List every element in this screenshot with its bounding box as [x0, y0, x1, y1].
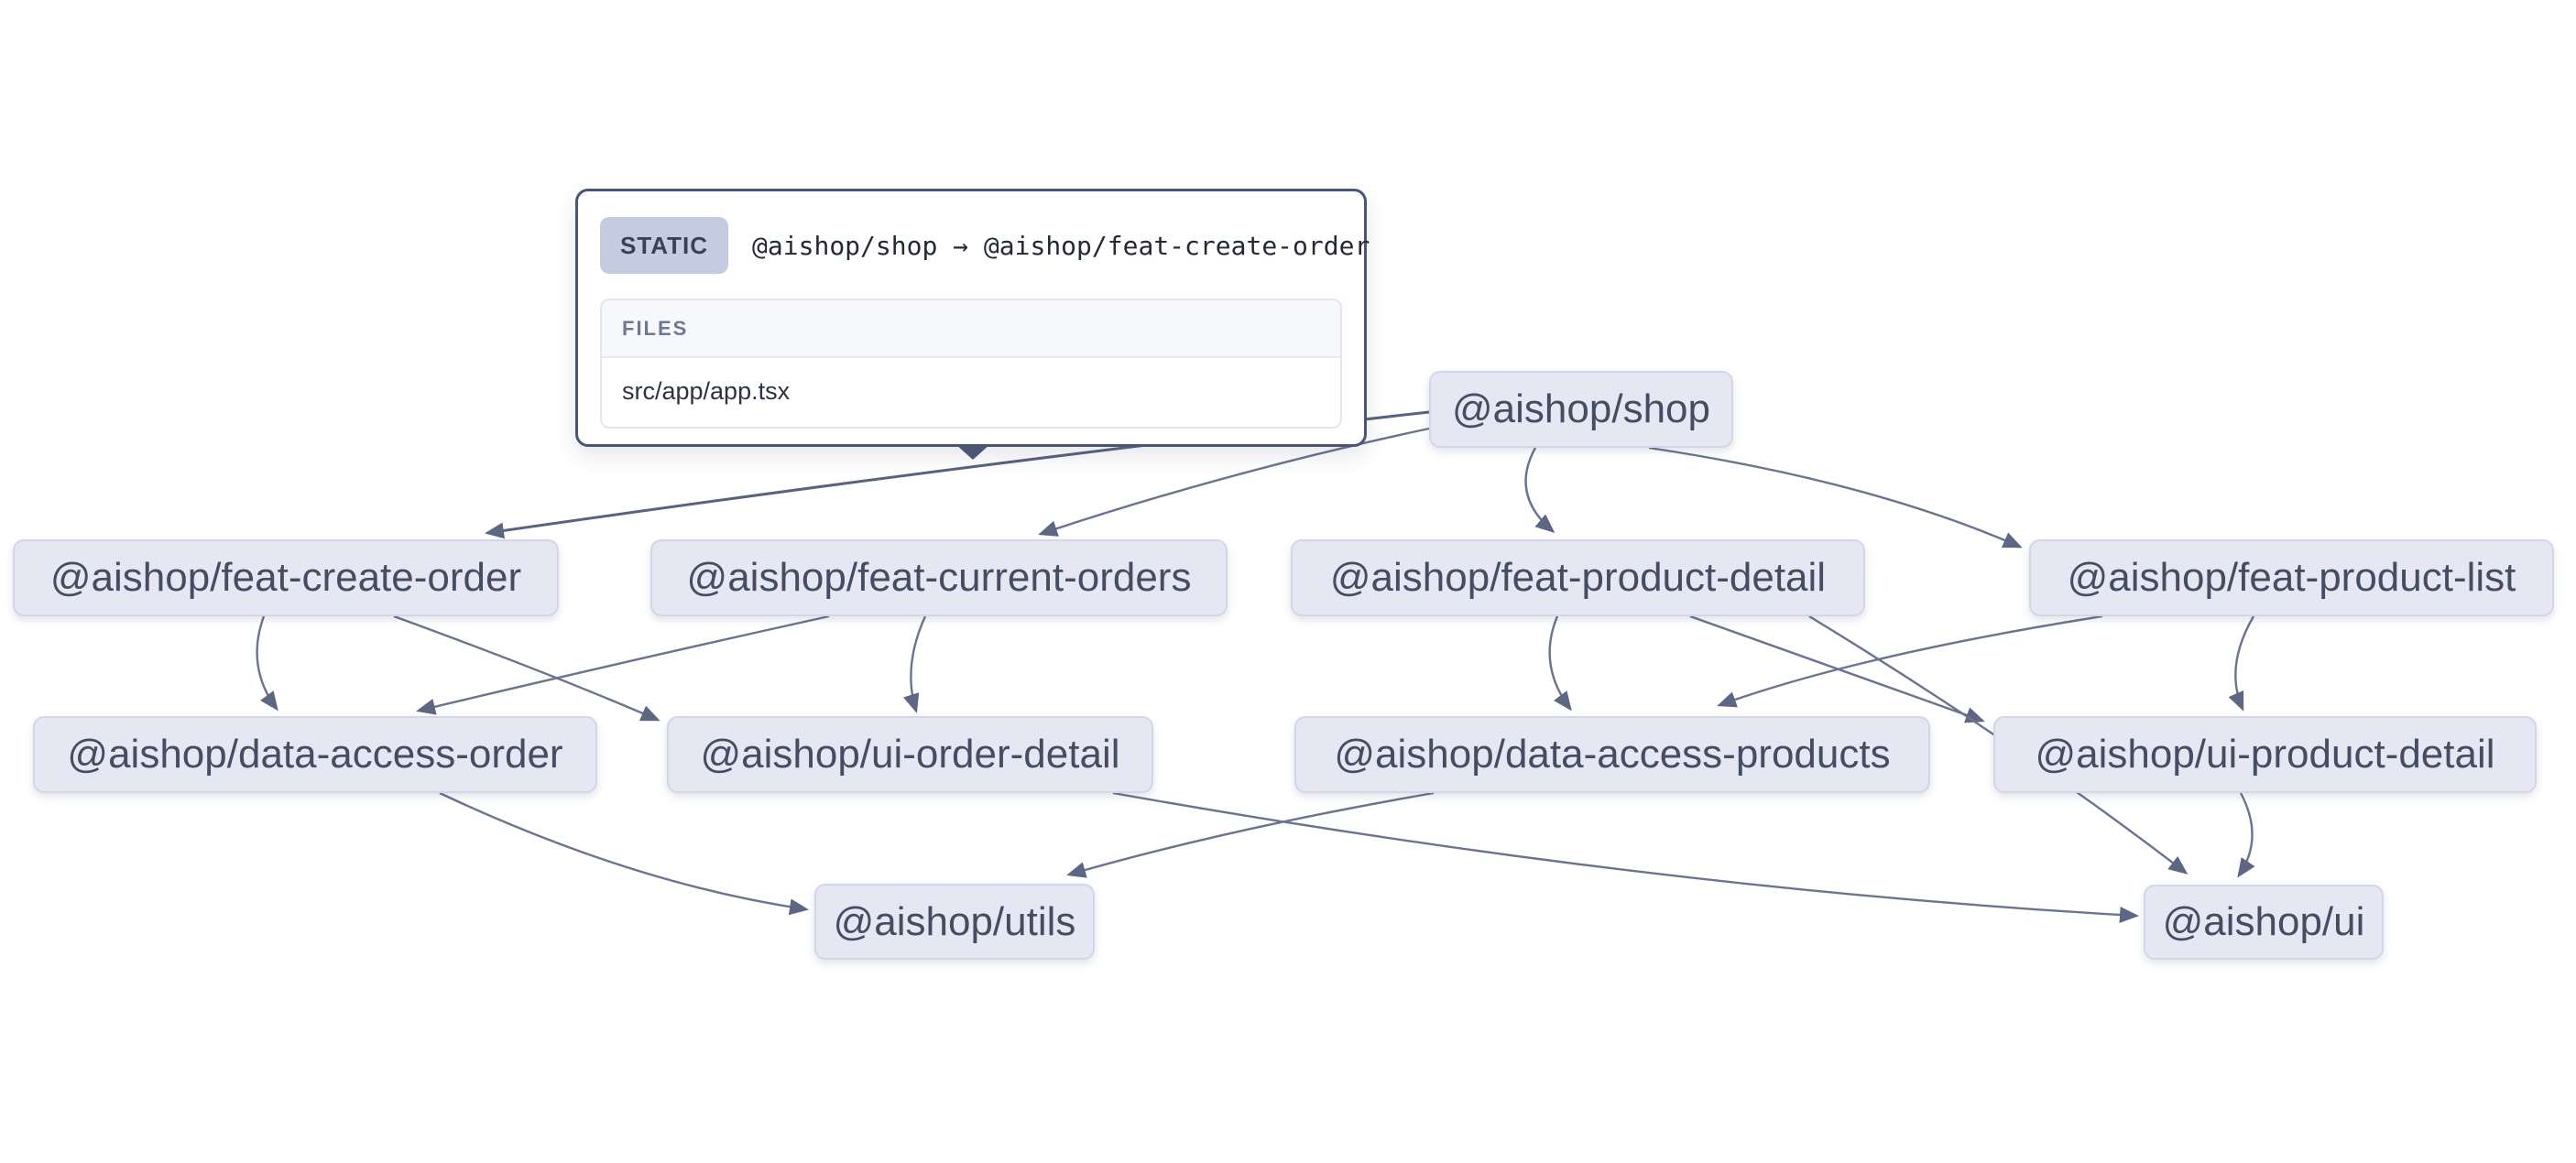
graph-node-ui-product-detail[interactable]: @aishop/ui-product-detail: [1993, 716, 2537, 793]
tooltip-header: STATIC @aishop/shop → @aishop/feat-creat…: [578, 191, 1370, 274]
files-header-label: FILES: [602, 300, 1340, 358]
graph-edge-feat-product-detail->ui-product-detail[interactable]: [1689, 614, 1985, 723]
tooltip-title: @aishop/shop → @aishop/feat-create-order: [752, 230, 1370, 261]
graph-node-data-access-products[interactable]: @aishop/data-access-products: [1294, 716, 1930, 793]
file-path: src/app/app.tsx: [622, 377, 791, 405]
graph-edge-feat-create-order->data-access-order[interactable]: [256, 615, 278, 712]
graph-node-feat-product-detail[interactable]: @aishop/feat-product-detail: [1291, 539, 1865, 616]
graph-edge-shop->feat-product-list[interactable]: [1648, 446, 2023, 549]
graph-edge-feat-product-list->data-access-products[interactable]: [1717, 614, 2103, 708]
graph-edge-feat-current-orders->data-access-order[interactable]: [416, 614, 830, 715]
graph-edge-data-access-products->utils[interactable]: [1066, 791, 1435, 878]
tooltip-caret: [955, 444, 990, 460]
graph-edge-data-access-order->utils[interactable]: [439, 791, 809, 916]
files-card: FILES src/app/app.tsx: [600, 299, 1342, 429]
graph-edge-feat-product-list->ui-product-detail[interactable]: [2228, 615, 2255, 712]
graph-edge-feat-current-orders->ui-order-detail[interactable]: [903, 615, 927, 713]
graph-node-feat-current-orders[interactable]: @aishop/feat-current-orders: [650, 539, 1228, 616]
graph-edge-feat-create-order->ui-order-detail[interactable]: [393, 614, 660, 722]
graph-edge-feat-product-detail->data-access-products[interactable]: [1548, 615, 1572, 712]
graph-edge-shop->feat-current-orders[interactable]: [1038, 427, 1430, 537]
edge-type-badge: STATIC: [600, 217, 729, 274]
graph-edge-ui-order-detail->ui[interactable]: [1112, 791, 2139, 923]
graph-node-ui[interactable]: @aishop/ui: [2144, 885, 2384, 960]
graph-node-utils[interactable]: @aishop/utils: [814, 884, 1095, 960]
graph-node-ui-order-detail[interactable]: @aishop/ui-order-detail: [667, 716, 1153, 793]
graph-node-feat-product-list[interactable]: @aishop/feat-product-list: [2029, 539, 2554, 616]
graph-edge-shop->feat-product-detail[interactable]: [1524, 447, 1555, 533]
graph-node-shop[interactable]: @aishop/shop: [1429, 371, 1733, 448]
graph-edge-ui-product-detail->ui[interactable]: [2237, 792, 2255, 878]
graph-node-data-access-order[interactable]: @aishop/data-access-order: [33, 716, 597, 793]
graph-node-feat-create-order[interactable]: @aishop/feat-create-order: [13, 539, 559, 616]
edge-tooltip: STATIC @aishop/shop → @aishop/feat-creat…: [575, 189, 1370, 460]
